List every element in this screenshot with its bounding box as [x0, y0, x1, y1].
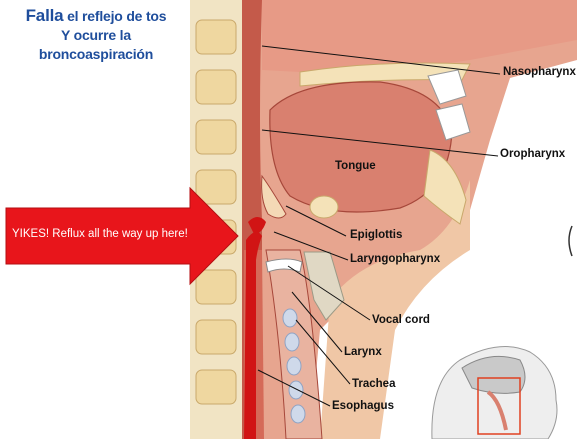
- label-trachea: Trachea: [352, 378, 395, 390]
- arrow-label: YIKES! Reflux all the way up here!: [12, 228, 238, 240]
- caption-line-1: Falla el reflejo de tos: [8, 6, 184, 26]
- inset-head-figure: [432, 347, 557, 439]
- label-laryngopharynx: Laryngopharynx: [350, 253, 440, 265]
- edge-fragment: [569, 226, 572, 256]
- slide-caption: Falla el reflejo de tos Y ocurre la bron…: [8, 6, 184, 64]
- caption-line-2: Y ocurre la: [8, 26, 184, 45]
- caption-line-1-rest: el reflejo de tos: [63, 8, 166, 24]
- label-tongue: Tongue: [335, 160, 376, 172]
- label-nasopharynx: Nasopharynx: [503, 66, 576, 78]
- label-epiglottis: Epiglottis: [350, 229, 402, 241]
- hyoid-bone: [310, 196, 338, 218]
- label-esophagus: Esophagus: [332, 400, 394, 412]
- label-vocal-cord: Vocal cord: [372, 314, 430, 326]
- caption-bold-word: Falla: [26, 6, 64, 25]
- label-oropharynx: Oropharynx: [500, 148, 565, 160]
- label-larynx: Larynx: [344, 346, 382, 358]
- caption-line-3: broncoaspiración: [8, 45, 184, 64]
